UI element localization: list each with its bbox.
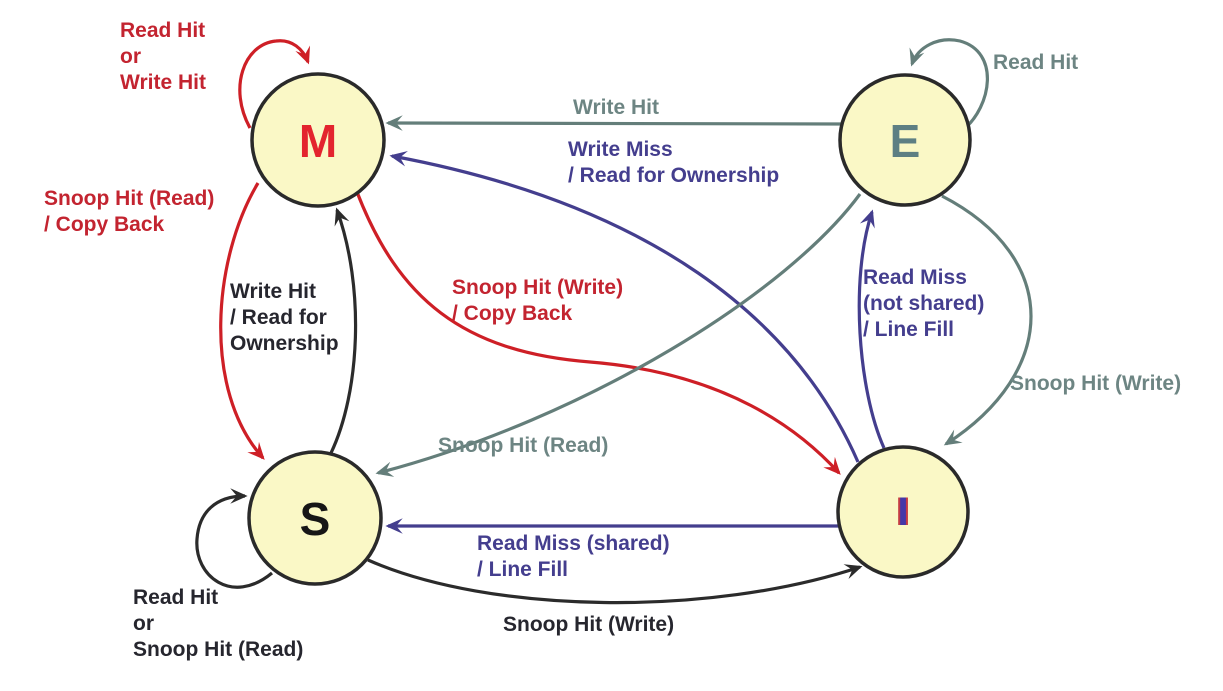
node-i-circle	[836, 445, 970, 579]
edge-i-to-e-arrow	[857, 209, 886, 449]
edge-label-s-self: Read Hit or Snoop Hit (Read)	[133, 586, 304, 661]
node-i-label: I	[897, 490, 909, 535]
edge-label-s-to-m: Write Hit / Read for Ownership	[230, 280, 339, 355]
edge-label-m-self: Read Hit or Write Hit	[120, 19, 206, 94]
edge-s-self-loop-arrow	[195, 488, 274, 589]
edge-label-i-to-m: Write Miss / Read for Ownership	[568, 138, 780, 187]
edge-label-m-to-i: Snoop Hit (Write) / Copy Back	[452, 276, 624, 325]
edge-m-to-i-arrow	[355, 191, 841, 475]
edge-label-m-to-s: Snoop Hit (Read) / Copy Back	[44, 187, 215, 236]
node-s-label: S	[299, 493, 331, 546]
edge-label-e-to-s: Snoop Hit (Read)	[438, 434, 609, 457]
edge-e-to-i-arrow	[941, 194, 1033, 446]
edge-label-e-to-i: Snoop Hit (Write)	[1010, 372, 1182, 395]
edge-e-self-loop-arrow	[909, 38, 989, 132]
node-m-circle	[250, 72, 386, 208]
node-e-label: E	[889, 115, 921, 168]
node-s-circle	[247, 450, 383, 586]
edge-label-i-to-e: Read Miss (not shared) / Line Fill	[863, 266, 985, 341]
edge-label-e-to-m: Write Hit	[573, 96, 659, 119]
edge-s-to-i-arrow	[367, 558, 863, 605]
edge-i-to-m-arrow	[389, 151, 860, 463]
edge-label-s-to-i: Snoop Hit (Write)	[503, 613, 675, 636]
edge-label-e-self: Read Hit	[993, 51, 1079, 74]
node-m-label: M	[298, 115, 338, 168]
edge-m-to-s-arrow	[219, 182, 265, 460]
edge-s-to-m-arrow	[329, 207, 358, 454]
edge-m-self-loop-arrow	[238, 39, 310, 129]
edge-e-to-m-arrow	[385, 115, 843, 131]
edge-e-to-s-arrow	[375, 193, 862, 477]
edge-label-i-to-s: Read Miss (shared) / Line Fill	[477, 532, 670, 581]
node-e-circle	[838, 73, 972, 207]
